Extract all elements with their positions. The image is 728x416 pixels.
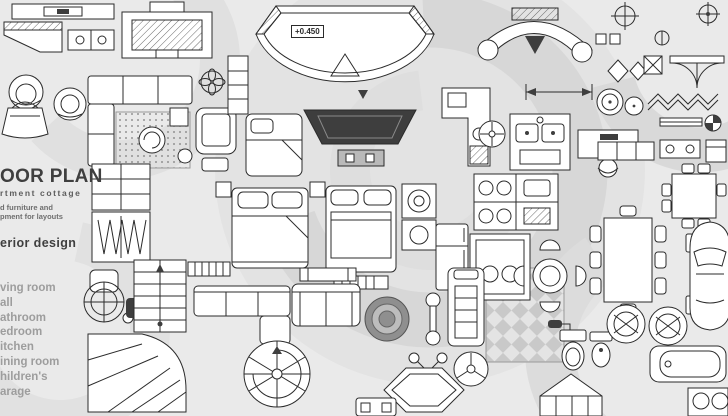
washer-dryer-icon bbox=[401, 183, 437, 251]
dumbbell-icon bbox=[425, 292, 441, 346]
room-list-item: arage bbox=[0, 385, 31, 398]
staircase-icon bbox=[133, 259, 187, 333]
spiral-staircase-icon bbox=[243, 340, 311, 408]
round-dining-set-icon bbox=[513, 239, 587, 313]
window-symbol-icon bbox=[659, 117, 703, 127]
caption-line-2: pment for layouts bbox=[0, 212, 63, 221]
nightstand-icon bbox=[215, 181, 232, 198]
page-subtitle: rtment cottage bbox=[0, 188, 82, 198]
fan-vent-icon bbox=[453, 351, 489, 387]
corner-counter-icon bbox=[441, 87, 491, 167]
section-heading: erior design bbox=[0, 236, 77, 250]
caption-line-1: d furniture and bbox=[0, 203, 53, 212]
dining-table-set-icon bbox=[589, 205, 667, 315]
radiator-icon bbox=[187, 261, 231, 277]
home-theater-icon bbox=[303, 109, 417, 167]
level-mark-icon bbox=[704, 114, 722, 132]
fireplace-icon bbox=[121, 1, 213, 59]
winder-stairs-icon bbox=[87, 333, 187, 413]
tub-chair-icon bbox=[53, 87, 87, 121]
compass-icon bbox=[696, 2, 720, 26]
room-list: ving room all athroom edroom itchen inin… bbox=[0, 281, 59, 399]
cooktop-unit-icon bbox=[473, 173, 559, 231]
room-list-item: ining room bbox=[0, 355, 60, 368]
faucet-icon bbox=[548, 320, 571, 332]
kitchen-sink-icon bbox=[509, 113, 571, 171]
double-bed-icon bbox=[231, 187, 309, 269]
room-list-item: athroom bbox=[0, 311, 46, 324]
sideboard-icon bbox=[597, 141, 655, 161]
dimension-arrows-icon bbox=[525, 84, 593, 100]
round-tubs-icon bbox=[606, 304, 688, 346]
nightstand-icon bbox=[309, 181, 326, 198]
toilet-icon bbox=[559, 329, 587, 371]
room-list-item: all bbox=[0, 296, 13, 309]
room-list-item: ving room bbox=[0, 282, 56, 294]
plant-icon bbox=[596, 88, 644, 116]
stage-bay-window-icon bbox=[255, 5, 435, 99]
diamond-symbols-icon bbox=[607, 59, 647, 83]
double-bed-blanket-icon bbox=[325, 185, 397, 290]
room-list-item: itchen bbox=[0, 341, 34, 354]
round-armchair-icon bbox=[8, 74, 44, 110]
extractor-fan-icon bbox=[478, 120, 506, 148]
house-plan-icon bbox=[539, 373, 603, 416]
symbol-marks-icon bbox=[595, 33, 621, 45]
wardrobe-hanging-icon bbox=[91, 211, 151, 263]
round-rug-icon bbox=[364, 296, 410, 342]
hexagonal-tub-icon bbox=[383, 367, 465, 413]
square-table-set-icon bbox=[661, 163, 727, 229]
double-door-icon bbox=[669, 55, 725, 89]
loveseat-icon bbox=[291, 283, 361, 327]
room-list-item: hildren's bbox=[0, 370, 48, 383]
control-panel-icon bbox=[355, 397, 397, 416]
wardrobe-shelves-icon bbox=[91, 163, 151, 211]
media-console-icon bbox=[11, 3, 115, 20]
treadmill-icon bbox=[447, 267, 485, 347]
living-room-set-icon bbox=[87, 75, 193, 169]
cross-pattern-icon bbox=[643, 55, 663, 75]
car-icon bbox=[685, 221, 728, 331]
bench-icon bbox=[299, 267, 357, 282]
wheelchair-icon bbox=[83, 269, 134, 324]
zigzag-symbol-icon bbox=[647, 93, 719, 111]
curved-reception-desk-icon bbox=[477, 7, 593, 63]
cradle-icon bbox=[1, 101, 49, 139]
single-bed-icon bbox=[245, 113, 303, 177]
crosshair-icon bbox=[611, 2, 639, 30]
room-list-item: edroom bbox=[0, 326, 43, 339]
armchair-icon bbox=[195, 107, 237, 172]
bidet-icon bbox=[589, 331, 613, 368]
vanity-icon bbox=[687, 387, 728, 416]
page-title: OOR PLAN bbox=[0, 166, 103, 187]
ceiling-fan-icon bbox=[198, 68, 226, 96]
cabinet-icon bbox=[659, 139, 701, 159]
corner-desk-icon bbox=[3, 21, 63, 53]
elevation-label: +0.450 bbox=[291, 25, 324, 38]
dresser-icon bbox=[67, 29, 115, 51]
section-mark-icon bbox=[654, 30, 670, 46]
mini-fridge-icon bbox=[705, 139, 727, 163]
bathtub-icon bbox=[649, 345, 727, 383]
shelf-unit-icon bbox=[227, 55, 249, 115]
corner-sofa-icon bbox=[193, 285, 291, 345]
